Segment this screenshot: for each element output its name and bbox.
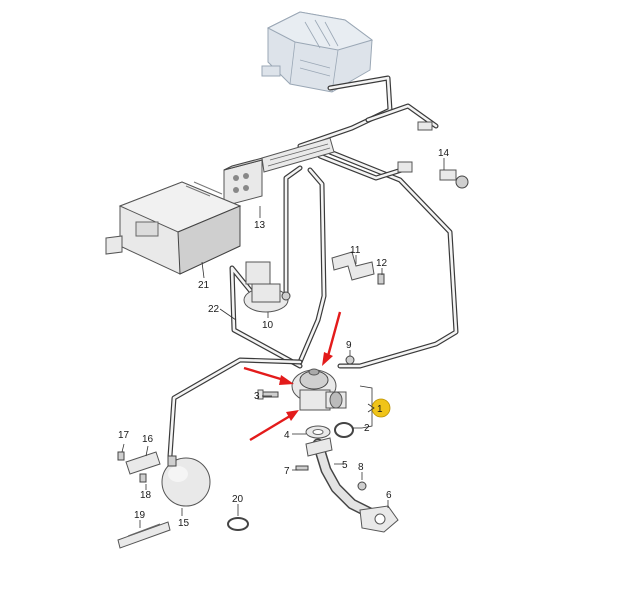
connector-block	[223, 137, 335, 207]
gasket-4	[305, 425, 331, 439]
callout-10[interactable]: 10	[262, 320, 274, 331]
vacuum-reservoir	[161, 455, 211, 507]
callout-13[interactable]: 13	[254, 220, 266, 231]
nut-9	[345, 355, 355, 365]
air-filter-housing-ghost	[261, 11, 374, 93]
callout-2[interactable]: 2	[364, 423, 370, 434]
callout-17[interactable]: 17	[118, 430, 130, 441]
clip-19	[117, 521, 171, 549]
callout-4[interactable]: 4	[284, 430, 290, 441]
vacuum-hoses	[167, 75, 459, 459]
callout-14[interactable]: 14	[438, 148, 450, 159]
callout-9[interactable]: 9	[346, 340, 352, 351]
pressure-valve	[397, 121, 469, 189]
screw-3	[257, 389, 279, 400]
callout-16[interactable]: 16	[142, 434, 154, 445]
callout-18[interactable]: 18	[140, 490, 152, 501]
hose-clamp-20	[227, 517, 249, 531]
callout-21[interactable]: 21	[198, 280, 210, 291]
callout-7[interactable]: 7	[284, 466, 290, 477]
callout-11[interactable]: 11	[350, 245, 361, 256]
solenoid-valve	[243, 261, 291, 313]
arrow-bottom	[249, 410, 299, 442]
callout-22[interactable]: 22	[208, 304, 220, 315]
callout-8[interactable]: 8	[358, 462, 364, 473]
callout-badge-1[interactable]: 1	[371, 398, 391, 418]
callout-19[interactable]: 19	[134, 510, 146, 521]
egr-valve	[291, 368, 347, 411]
o-ring-2	[334, 422, 354, 438]
callout-5[interactable]: 5	[342, 460, 348, 471]
callout-labels: 2 3 4 5 6 7 8 9 10 11 12 13 14 15 16 17 …	[118, 148, 450, 529]
arrow-top	[322, 311, 342, 366]
nut-8	[357, 481, 367, 491]
bracket-16	[117, 451, 161, 483]
screw-7	[295, 465, 309, 471]
callout-6[interactable]: 6	[386, 490, 392, 501]
callout-1-label: 1	[377, 404, 383, 415]
callout-12[interactable]: 12	[376, 258, 388, 269]
bracket	[331, 251, 375, 281]
callout-20[interactable]: 20	[232, 494, 244, 505]
egr-pipe	[305, 437, 399, 533]
callout-3[interactable]: 3	[254, 391, 260, 402]
arrow-left	[243, 366, 294, 385]
callout-15[interactable]: 15	[178, 518, 190, 529]
bolt-12	[377, 273, 385, 285]
highlight-arrows	[243, 311, 342, 442]
control-unit	[105, 181, 242, 275]
